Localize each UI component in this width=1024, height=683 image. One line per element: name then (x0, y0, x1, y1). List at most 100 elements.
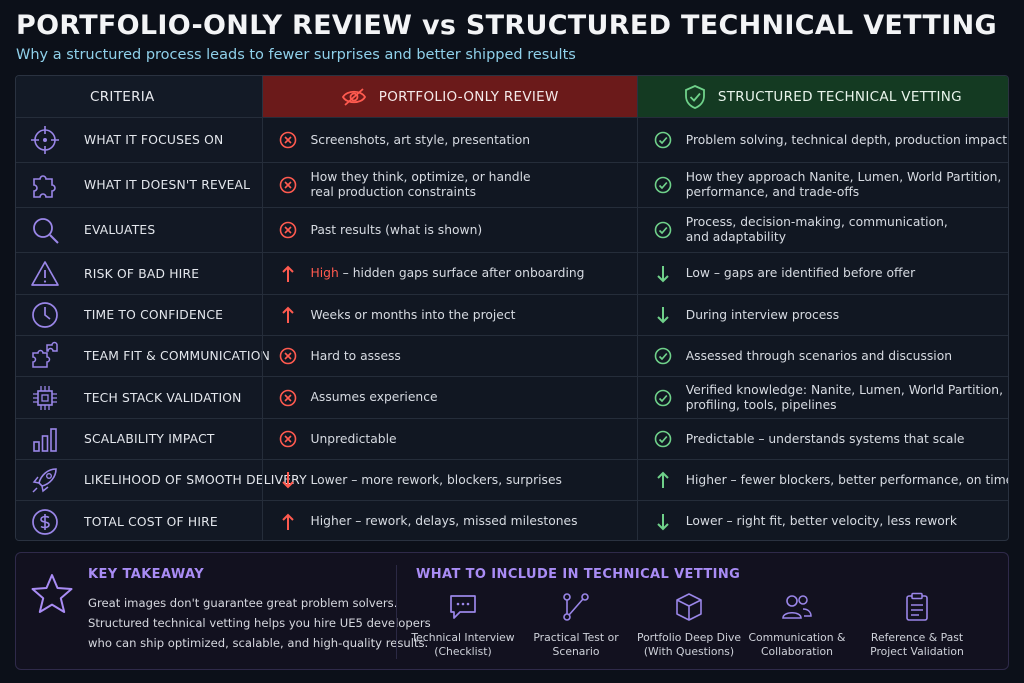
cell-text: Higher – fewer blockers, better performa… (685, 472, 1009, 488)
cell-line-text: How they think, optimize, or handle (310, 170, 531, 184)
criteria-cell: WHAT IT DOESN'T REVEAL (16, 163, 262, 207)
vetting-step: Reference & Past Project Validation (862, 591, 972, 659)
shield-check-icon (684, 84, 705, 109)
cell-text: High – hidden gaps surface after onboard… (311, 266, 585, 281)
cube-icon (634, 591, 744, 623)
cell-text: During interview process (686, 308, 839, 323)
x-circle-icon (279, 176, 297, 194)
cell-text: Problem solving, technical depth, produc… (686, 133, 1007, 148)
cell-text: Verified knowledge: Nanite, Lumen, World… (686, 383, 1003, 413)
criteria-cell: SCALABILITY IMPACT (16, 419, 262, 459)
eye-slash-icon (341, 87, 366, 106)
criteria-cell: TEAM FIT & COMMUNICATION (16, 336, 270, 376)
criteria-label: WHAT IT FOCUSES ON (84, 133, 224, 147)
cell-text: Higher – rework, delays, missed mileston… (311, 514, 578, 529)
table-row: TEAM FIT & COMMUNICATION Hard to assess As… (16, 335, 1008, 376)
table-row: WHAT IT FOCUSES ON Screenshots, art style… (16, 117, 1008, 162)
portfolio-cell: Screenshots, art style, presentation (261, 118, 637, 162)
cell-line: Assessed through scenarios and discussio… (686, 349, 952, 364)
cell-line: Screenshots, art style, presentation (311, 133, 531, 148)
cell-line: Lower – right fit, better velocity, less… (686, 514, 957, 529)
portfolio-cell: Past results (what is shown) (261, 208, 637, 252)
portfolio-cell: Hard to assess (261, 336, 637, 376)
page-title: PORTFOLIO-ONLY REVIEW vs STRUCTURED TECH… (16, 10, 997, 41)
header-criteria: CRITERIA (16, 76, 262, 117)
cell-line: Hard to assess (311, 349, 401, 364)
cell-line: Unpredictable (311, 432, 397, 447)
check-circle-icon (654, 347, 672, 365)
cell-line: Predictable – understands systems that s… (686, 432, 965, 447)
check-circle-icon (654, 176, 672, 194)
cell-text: Predictable – understands systems that s… (686, 432, 965, 447)
x-circle-icon (279, 389, 297, 407)
criteria-label: TECH STACK VALIDATION (84, 390, 242, 405)
clipboard-icon (862, 591, 972, 623)
cell-text: Process, decision-making, communication,… (686, 215, 948, 245)
takeaway-title: KEY TAKEAWAY (88, 567, 205, 582)
structured-cell: How they approach Nanite, Lumen, World P… (636, 163, 1008, 207)
vetting-step-label: Reference & Past Project Validation (870, 631, 964, 658)
cell-line: profiling, tools, pipelines (686, 398, 1003, 413)
criteria-cell: TOTAL COST OF HIRE (16, 501, 262, 540)
vetting-step-label: Practical Test or Scenario (533, 631, 619, 658)
criteria-label: RISK OF BAD HIRE (84, 266, 200, 281)
criteria-cell: LIKELIHOOD OF SMOOTH DELIVERY (16, 460, 307, 500)
criteria-cell: TIME TO CONFIDENCE (16, 295, 262, 335)
criteria-label: TEAM FIT & COMMUNICATION (84, 349, 270, 363)
takeaway-line: who can ship optimized, scalable, and hi… (88, 636, 429, 650)
table-row: TOTAL COST OF HIRE Higher – rework, delay… (16, 500, 1008, 540)
criteria-cell: WHAT IT FOCUSES ON (16, 118, 262, 162)
cell-line-text: Process, decision-making, communication, (685, 215, 948, 229)
clock-icon (30, 300, 60, 330)
arrow-down-icon (279, 471, 297, 489)
takeaway-line: Structured technical vetting helps you h… (88, 616, 431, 630)
arrow-up-icon (279, 265, 297, 283)
cell-line-text: Lower – right fit, better velocity, less… (685, 514, 957, 528)
cell-line: How they think, optimize, or handle (311, 170, 531, 185)
cell-line: real production constraints (311, 185, 531, 200)
arrow-up-icon (279, 306, 297, 324)
x-circle-icon (279, 347, 297, 365)
cell-line-text: real production constraints (310, 185, 477, 199)
cell-line-text: profiling, tools, pipelines (685, 397, 837, 412)
cell-line: Assumes experience (311, 390, 438, 405)
cell-line: Process, decision-making, communication, (686, 215, 948, 230)
takeaway-text: Great images don't guarantee great probl… (88, 593, 431, 653)
structured-cell: Verified knowledge: Nanite, Lumen, World… (636, 377, 1008, 418)
portfolio-cell: Weeks or months into the project (261, 295, 637, 335)
cell-line-text: How they approach Nanite, Lumen, World P… (685, 170, 1002, 184)
include-title: WHAT TO INCLUDE IN TECHNICAL VETTING (416, 567, 741, 582)
vetting-step: Communication & Collaboration (742, 591, 852, 659)
cell-line-text: Assessed through scenarios and discussio… (685, 348, 953, 363)
cell-line-text: Higher – fewer blockers, better performa… (685, 472, 1009, 487)
arrow-down-icon (654, 306, 672, 324)
cell-line-text: Hard to assess (310, 348, 401, 363)
cell-line: Higher – rework, delays, missed mileston… (311, 514, 578, 529)
cell-line-text: Low – gaps are identified before offer (685, 266, 916, 280)
table-row: TIME TO CONFIDENCE Weeks or months into t… (16, 294, 1008, 335)
cell-text: Low – gaps are identified before offer (686, 266, 915, 281)
arrow-up-icon (279, 513, 297, 531)
cell-line: Lower – more rework, blockers, surprises (311, 473, 562, 488)
header-portfolio-label: PORTFOLIO-ONLY REVIEW (378, 88, 559, 105)
criteria-label: TIME TO CONFIDENCE (84, 308, 224, 322)
table-row: LIKELIHOOD OF SMOOTH DELIVERY Lower – mor… (16, 459, 1008, 500)
cell-line: During interview process (686, 308, 839, 323)
divider (396, 565, 397, 659)
cell-line-text: Assumes experience (310, 390, 438, 404)
criteria-label: WHAT IT DOESN'T REVEAL (84, 178, 251, 192)
cell-line: and adaptability (686, 230, 948, 245)
vetting-step-label: Communication & Collaboration (748, 631, 846, 658)
warning-icon (30, 259, 60, 289)
cell-line-text: Verified knowledge: Nanite, Lumen, World… (685, 382, 1004, 397)
crosshair-icon (30, 125, 60, 155)
portfolio-cell: Lower – more rework, blockers, surprises (261, 460, 637, 500)
structured-cell: Lower – right fit, better velocity, less… (636, 501, 1008, 540)
takeaway-line: Great images don't guarantee great probl… (88, 596, 398, 610)
check-circle-icon (654, 389, 672, 407)
table-row: RISK OF BAD HIRE High – hidden gaps surfa… (16, 252, 1008, 294)
cell-line: Past results (what is shown) (311, 223, 483, 238)
bottom-panel: KEY TAKEAWAY Great images don't guarante… (15, 552, 1009, 670)
